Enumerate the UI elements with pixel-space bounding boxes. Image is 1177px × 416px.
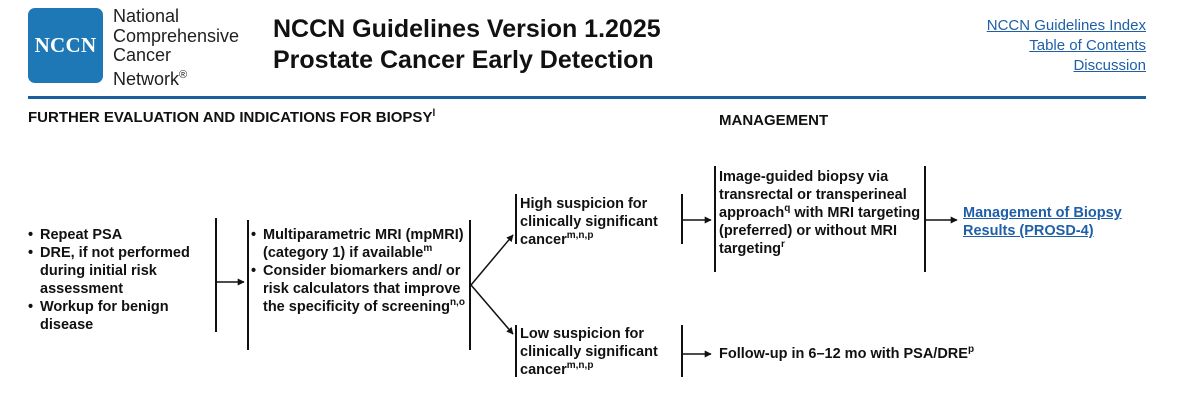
logo-text: NCCN bbox=[34, 33, 97, 57]
mri-text: Multiparametric MRI (mpMRI) (category 1)… bbox=[263, 227, 464, 261]
bracket-line bbox=[515, 194, 517, 244]
low-suspicion: Low suspicion for clinically significant… bbox=[520, 325, 682, 379]
footnote-q: q bbox=[784, 203, 791, 215]
initial-evaluation: Repeat PSA DRE, if not performed during … bbox=[28, 226, 213, 334]
biomarkers-text: Consider biomarkers and/ or risk calcula… bbox=[263, 263, 461, 315]
management-heading: MANAGEMENT bbox=[719, 112, 829, 129]
list-item: Workup for benign disease bbox=[28, 298, 213, 334]
high-suspicion: High suspicion for clinically significan… bbox=[520, 195, 682, 249]
discussion-link[interactable]: Discussion bbox=[1073, 57, 1146, 74]
org-line-1: National bbox=[113, 6, 180, 26]
footnote-l: l bbox=[432, 108, 436, 119]
mri-evaluation: Multiparametric MRI (mpMRI) (category 1)… bbox=[251, 226, 467, 316]
org-line-2: Comprehensive bbox=[113, 25, 240, 46]
bracket-line bbox=[247, 220, 249, 350]
title-version: NCCN Guidelines Version 1.2025 bbox=[273, 15, 661, 43]
low-suspicion-text: Low suspicion for clinically significant… bbox=[520, 326, 658, 378]
management-link-container: Management of Biopsy Results (PROSD-4) bbox=[963, 204, 1163, 240]
header-links: NCCN Guidelines Index Table of Contents … bbox=[987, 16, 1146, 76]
table-of-contents-link[interactable]: Table of Contents bbox=[1029, 37, 1146, 54]
footnote-mnp: m,n,p bbox=[566, 230, 594, 242]
bracket-line bbox=[215, 218, 217, 332]
bracket-line bbox=[924, 166, 926, 272]
org-line-4: Network bbox=[113, 68, 180, 89]
bracket-line bbox=[714, 166, 716, 272]
footnote-m: m bbox=[423, 243, 433, 255]
registered-mark: ® bbox=[179, 68, 188, 81]
footnote-p: p bbox=[967, 344, 975, 356]
footnote-r: r bbox=[781, 239, 785, 251]
title-topic: Prostate Cancer Early Detection bbox=[273, 46, 654, 74]
page-title: NCCN Guidelines Version 1.2025 Prostate … bbox=[273, 14, 661, 76]
footnote-mnp: m,n,p bbox=[566, 360, 594, 372]
follow-up-recommendation: Follow-up in 6–12 mo with PSA/DREp bbox=[719, 345, 974, 363]
organization-name: National Comprehensive Cancer Network® bbox=[113, 6, 240, 89]
management-of-biopsy-results-link[interactable]: Management of Biopsy Results (PROSD-4) bbox=[963, 205, 1122, 239]
biopsy-text-2: with MRI targeting (preferred) or withou… bbox=[719, 205, 921, 257]
footnote-no: n,o bbox=[449, 297, 465, 309]
bracket-line bbox=[681, 325, 683, 377]
org-line-3: Cancer bbox=[113, 45, 172, 65]
arrow-to-high-suspicion bbox=[470, 234, 514, 286]
guidelines-index-link[interactable]: NCCN Guidelines Index bbox=[986, 17, 1146, 34]
biopsy-text-1: Image-guided biopsy via transrectal or t… bbox=[719, 169, 907, 221]
bracket-line bbox=[469, 220, 471, 350]
arrow-to-low-suspicion bbox=[470, 284, 514, 335]
evaluation-heading: FURTHER EVALUATION AND INDICATIONS FOR B… bbox=[28, 108, 436, 127]
list-item: Multiparametric MRI (mpMRI) (category 1)… bbox=[251, 226, 467, 262]
header-divider bbox=[28, 96, 1146, 99]
evaluation-heading-text: FURTHER EVALUATION AND INDICATIONS FOR B… bbox=[28, 109, 433, 126]
list-item: Repeat PSA bbox=[28, 226, 213, 244]
biopsy-recommendation: Image-guided biopsy via transrectal or t… bbox=[719, 168, 924, 258]
bracket-line bbox=[515, 325, 517, 377]
follow-up-text: Follow-up in 6–12 mo with PSA/DRE bbox=[719, 346, 968, 362]
bracket-line bbox=[681, 194, 683, 244]
nccn-logo: NCCN bbox=[28, 8, 103, 83]
high-suspicion-text: High suspicion for clinically significan… bbox=[520, 196, 658, 248]
list-item: Consider biomarkers and/ or risk calcula… bbox=[251, 262, 467, 316]
list-item: DRE, if not performed during initial ris… bbox=[28, 244, 213, 298]
